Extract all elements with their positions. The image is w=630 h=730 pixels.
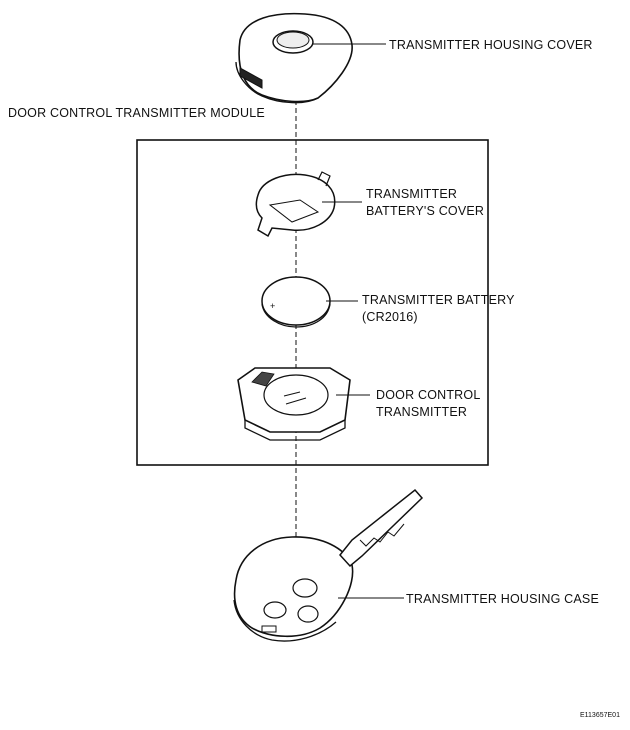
battery-cover-label-line2: BATTERY'S COVER	[366, 204, 485, 218]
battery-cover-part	[255, 171, 336, 238]
module-label: DOOR CONTROL TRANSMITTER MODULE	[8, 106, 265, 120]
door-control-transmitter-label: DOOR CONTROL TRANSMITTER	[376, 387, 481, 421]
housing-case-label: TRANSMITTER HOUSING CASE	[406, 592, 600, 606]
door-control-transmitter-label-line1: DOOR CONTROL	[376, 388, 481, 402]
module-box	[136, 139, 489, 466]
battery-cover-label-line1: TRANSMITTER	[366, 187, 458, 201]
battery-part: +	[261, 276, 331, 328]
battery-label-line1: TRANSMITTER BATTERY	[362, 293, 515, 307]
battery-label: TRANSMITTER BATTERY (CR2016)	[362, 292, 515, 326]
door-control-transmitter-label-line2: TRANSMITTER	[376, 405, 468, 419]
housing-cover-part	[235, 12, 353, 104]
housing-cover-label: TRANSMITTER HOUSING COVER	[389, 38, 593, 52]
figure-code: E113657E01	[580, 712, 620, 719]
housing-case-part	[233, 488, 424, 642]
battery-label-line2: (CR2016)	[362, 310, 418, 324]
door-control-transmitter-part	[237, 367, 351, 441]
battery-cover-label: TRANSMITTER BATTERY'S COVER	[366, 186, 484, 220]
svg-text:+: +	[270, 301, 275, 311]
